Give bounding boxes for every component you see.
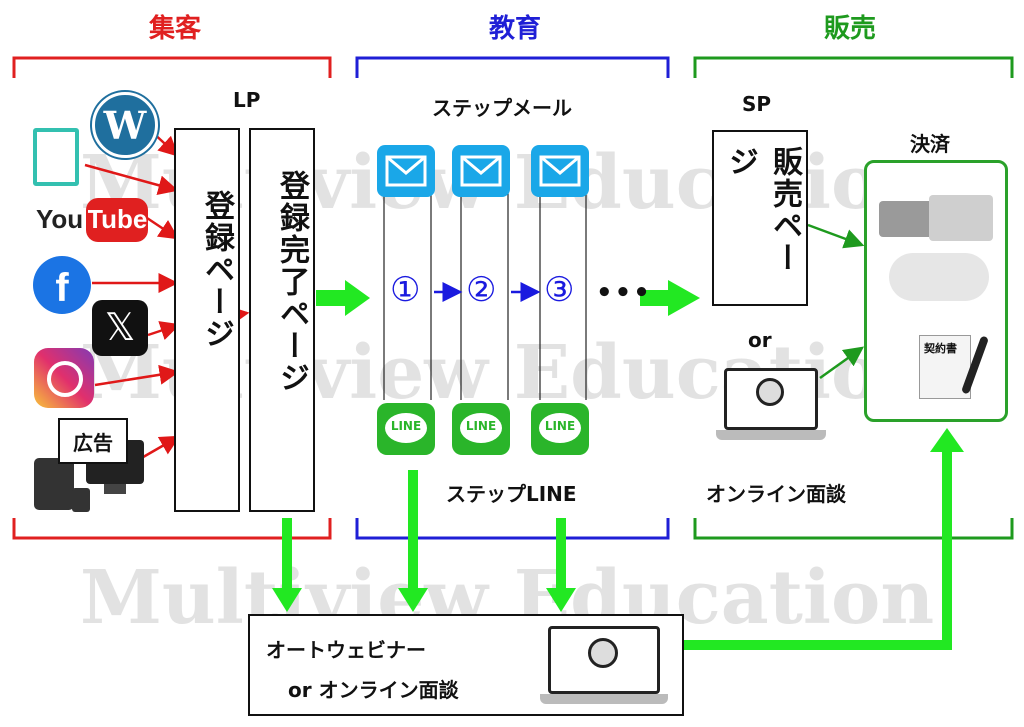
line-icon-text: LINE [465, 419, 497, 433]
step-2: ② [466, 270, 497, 310]
line-icon-text: LINE [544, 419, 576, 433]
sp-label: SP [742, 92, 772, 116]
laptop-icon [716, 368, 826, 444]
webinar-box: オートウェビナー or オンライン面談 [248, 614, 684, 716]
section-title-educate: 教育 [488, 14, 541, 44]
youtube-you-text: You [36, 204, 84, 234]
sales-page-text: 販売ページ [723, 146, 802, 274]
line-icon-3: LINE [531, 403, 589, 455]
ad-label: 広告 [73, 430, 113, 455]
payment-label: 決済 [910, 132, 950, 156]
lp-label: LP [233, 88, 261, 112]
step-3: ③ [544, 270, 575, 310]
register-page-box: 登録ページ [174, 128, 240, 512]
or-label: or [748, 328, 772, 352]
webinar-line1: オートウェビナー [266, 638, 426, 662]
line-icon-text: LINE [390, 419, 422, 433]
payment-box: 契約書 [864, 160, 1008, 422]
mail-icon-3 [531, 145, 589, 197]
facebook-icon: f [33, 256, 91, 314]
bracket-sell [693, 56, 1014, 540]
x-icon: 𝕏 [92, 300, 148, 356]
step-mail-label: ステップメール [432, 96, 572, 120]
document-icon [33, 128, 79, 186]
webinar-line2: or オンライン面談 [288, 678, 459, 702]
person-headset-icon [756, 378, 784, 406]
green-flow-arrows [272, 280, 964, 650]
mail-icon-1 [377, 145, 435, 197]
bracket-educate [355, 56, 670, 540]
mail-icon-2 [452, 145, 510, 197]
section-title-sell: 販売 [823, 14, 876, 44]
webinar-laptop-icon [540, 626, 668, 708]
bracket-attract [12, 56, 332, 540]
register-complete-page-box: 登録完了ページ [249, 128, 315, 512]
contract-label: 契約書 [924, 342, 957, 355]
wordpress-icon: W [92, 92, 158, 158]
money-icon [929, 195, 993, 241]
line-icon-2: LINE [452, 403, 510, 455]
step-1: ① [390, 270, 421, 310]
step-line-label: ステップLINE [446, 482, 577, 506]
online-meeting-label: オンライン面談 [706, 482, 846, 506]
webinar-person-icon [588, 638, 618, 668]
ad-label-box: 広告 [58, 418, 128, 464]
credit-card-icon [879, 201, 935, 237]
ellipsis: ••• [596, 278, 652, 308]
devices-icon: 広告 [34, 418, 144, 512]
instagram-icon [34, 348, 94, 408]
register-complete-page-text: 登録完了ページ [274, 170, 309, 394]
line-icon-1: LINE [377, 403, 435, 455]
handshake-icon [889, 253, 989, 301]
register-page-text: 登録ページ [199, 190, 234, 350]
section-title-attract: 集客 [148, 14, 201, 44]
sales-page-box: 販売ページ [712, 130, 808, 306]
